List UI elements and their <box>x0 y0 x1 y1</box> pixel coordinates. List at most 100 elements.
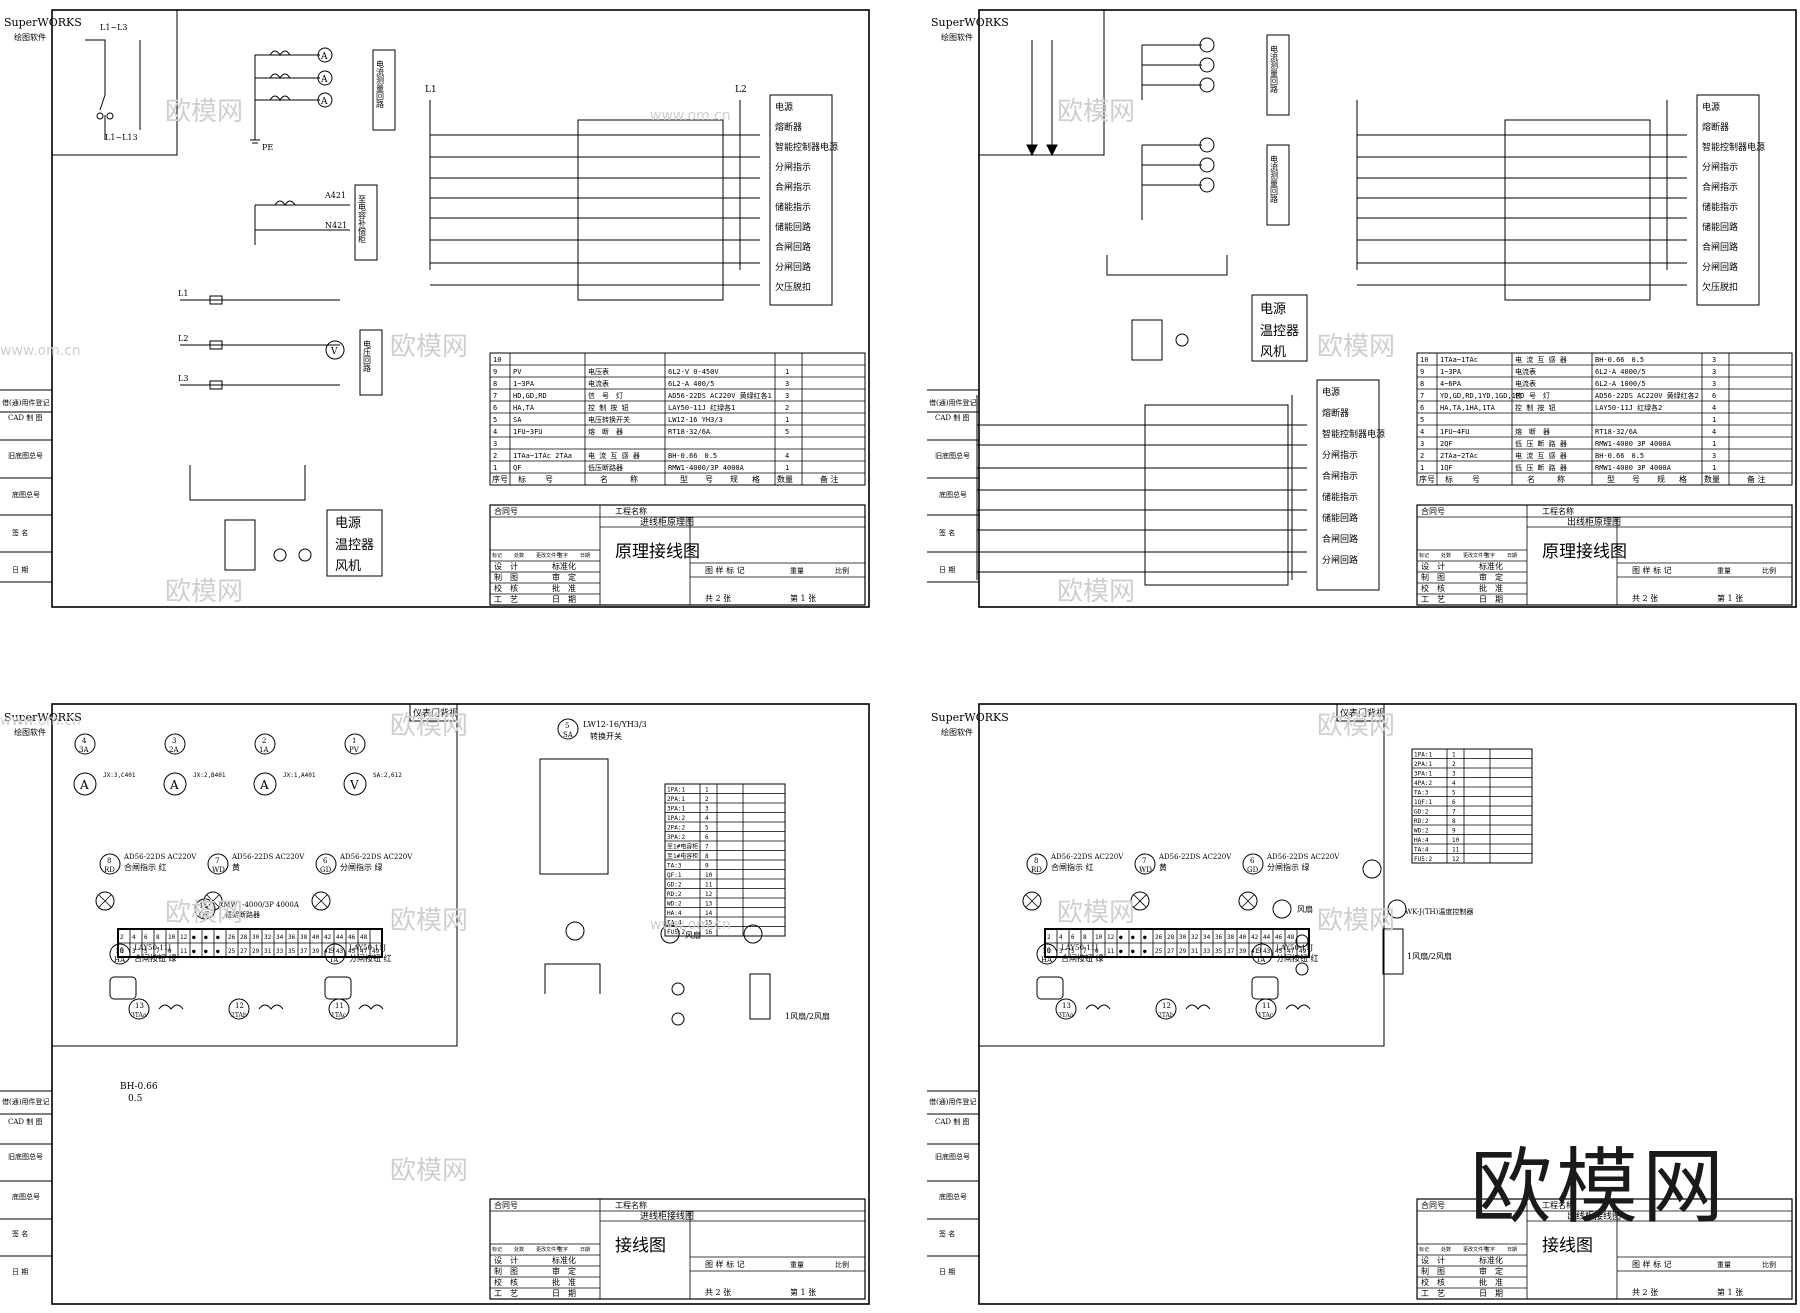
tb-total: 共 2 张 <box>1632 1288 1658 1297</box>
power-temp-fan-box <box>326 509 383 577</box>
tb-subtitle: 出线柜原理图 <box>1567 516 1621 528</box>
lamp-spec: AD56-22DS AC220V <box>231 853 305 861</box>
bom-cell: 6 <box>1420 404 1424 412</box>
meter-row: 43AAJX:3,C40132AAJX:2,B40121AAJX:1,A4011… <box>73 733 402 796</box>
tb-row2: 标准化 <box>552 1255 576 1265</box>
breaker-side-label: 储能回路 <box>775 221 811 233</box>
tb-row2: 日 期 <box>552 595 576 604</box>
watermark-url-4: www.om.cn <box>650 917 731 933</box>
ct-num: 11 <box>1262 1002 1271 1010</box>
bom-cell: 控 制 按 钮 <box>1515 403 1556 412</box>
svg-text:A421: A421 <box>324 191 346 200</box>
lamp-symbol <box>1238 891 1258 911</box>
jx-row: RD:2 <box>1414 818 1429 825</box>
svg-text:CAD 制 图: CAD 制 图 <box>8 1117 42 1126</box>
terminal-top: 26 <box>1155 934 1163 941</box>
jx-num: 5 <box>705 825 709 832</box>
terminal-top: 10 <box>168 934 176 941</box>
brand3-line2: 绘图软件 <box>14 727 46 737</box>
bom-cell: 1QF <box>1440 464 1453 472</box>
lamp-desc: 黄 <box>232 862 240 872</box>
svg-text:底图总号: 底图总号 <box>939 490 967 499</box>
jx-num: 3 <box>705 806 709 813</box>
terminal-bottom: 25 <box>1155 948 1163 955</box>
bom-cell: 2TAa~2TAc <box>1440 452 1478 460</box>
tb-head: 处数 <box>514 1246 524 1253</box>
terminal-bottom: 1 <box>120 948 124 955</box>
terminal-bottom: 43 <box>1263 948 1271 955</box>
breaker-side-label-2: 储能回路 <box>1322 512 1358 524</box>
side-label-3: 旧底图总号 <box>8 451 43 460</box>
jx-num: 5 <box>1452 790 1456 797</box>
lamp-num: 7 <box>1142 857 1146 865</box>
breaker-side-label: 欠压脱扣 <box>775 281 811 293</box>
terminal-bottom: 5 <box>1071 948 1075 955</box>
lamp-spec: AD56-22DS AC220V <box>123 853 197 861</box>
tb-row2: 审 定 <box>552 572 576 582</box>
tb-weight: 重量 <box>790 567 804 575</box>
bom-cell: 3 <box>1712 452 1716 460</box>
jx-num: 12 <box>1452 856 1460 863</box>
brand2-line1: SuperWORKS <box>931 16 1009 29</box>
ct-tag: 1TAc <box>1258 1012 1274 1019</box>
svg-text:QF: QF <box>199 911 210 919</box>
breaker-side-label: 合闸指示 <box>775 181 811 193</box>
terminal-top: 4 <box>132 934 136 941</box>
side-strip: 借(通)用件登记 CAD 制 图 旧底图总号 底图总号 签 名 日 期 <box>0 389 52 583</box>
bom-header: 规 <box>1657 474 1665 484</box>
brand-line1: SuperWORKS <box>4 16 82 29</box>
ct-tag: 3TAa <box>131 1012 147 1019</box>
bom-cell: 7 <box>1420 392 1424 400</box>
lamp-desc: 黄 <box>1159 862 1167 872</box>
jx-row: WD:2 <box>667 901 682 908</box>
tb-row2: 批 准 <box>1479 1277 1503 1287</box>
lamp-desc: 分闸指示 绿 <box>340 862 383 872</box>
jx-num: 7 <box>705 844 709 851</box>
svg-text:日 期: 日 期 <box>939 566 955 574</box>
bom-cell: QF <box>513 464 521 472</box>
terminal-bottom: 31 <box>264 948 272 955</box>
fan-select-4: 1风扇/2风扇 <box>1407 951 1452 961</box>
svg-text:L1: L1 <box>425 85 437 95</box>
bom-header: 格 <box>752 474 760 484</box>
bom-cell: 1~3PA <box>1440 368 1462 376</box>
tb-scale: 比例 <box>1762 566 1776 575</box>
bom-header: 格 <box>1679 474 1687 484</box>
tb-main-title: 接线图 <box>615 1236 666 1256</box>
jx-num: 6 <box>1452 799 1456 806</box>
jx-num: 10 <box>1452 837 1460 844</box>
watermark-11: 欧模网 <box>1317 711 1395 741</box>
jx-row: HA:4 <box>667 910 682 917</box>
bom-header: 序号 <box>1419 474 1435 484</box>
breaker-side-label-2: 分闸回路 <box>1322 554 1358 566</box>
jx-row: 1PA:1 <box>667 787 685 794</box>
tb-head: 标记 <box>492 1246 502 1253</box>
bom-cell: 1~3PA <box>513 380 535 388</box>
side-label-1: 借(通)用件登记 <box>2 398 49 407</box>
terminal-bottom: ● <box>1143 948 1147 955</box>
breaker-side-label: 合闸回路 <box>1702 241 1738 253</box>
bom-cell: 信 号 灯 <box>588 391 623 400</box>
jx-row: WD:2 <box>1414 828 1429 835</box>
terminal-top: 36 <box>1215 934 1223 941</box>
jx-num: 16 <box>705 929 713 936</box>
terminal-bottom: 7 <box>156 948 160 955</box>
frame-breaker: 11 QF RMW1-4000/3P 4000A 框架断路器 <box>194 898 300 920</box>
terminal-bottom: ● <box>216 948 220 955</box>
bom-cell: RMW1-4000 3P 4000A <box>1595 440 1672 448</box>
lamp-tag: GD <box>1247 866 1259 874</box>
tb-contract: 合同号 <box>1421 506 1445 516</box>
button-symbol <box>324 976 352 1000</box>
bom-cell: 2QF <box>1440 440 1453 448</box>
jx-row: RD:2 <box>667 891 682 898</box>
meter-letter: A <box>169 778 179 792</box>
tb-mark: 图 样 标 记 <box>705 1259 745 1269</box>
watermark-1: 欧模网 <box>165 97 243 127</box>
jx-row: 4PA:2 <box>1414 780 1432 787</box>
svg-text:底图总号: 底图总号 <box>12 1192 40 1201</box>
tb-subtitle: 进线柜接线图 <box>640 1210 694 1222</box>
lamp-symbol <box>203 891 223 911</box>
lamp-symbol <box>95 891 115 911</box>
bom-cell: HA,TA,1HA,1TA <box>1440 404 1496 412</box>
